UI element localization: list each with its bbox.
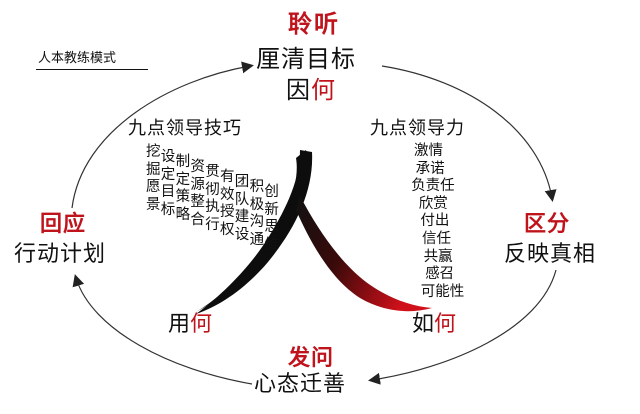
use-how-label: 用何 xyxy=(168,314,212,336)
arc-right-to-bottom xyxy=(368,269,557,385)
arc-top-to-right xyxy=(381,65,557,202)
model-title: 人本教练模式 xyxy=(38,51,117,66)
node-bottom-text: 心态迁善 xyxy=(254,372,347,397)
node-right-text: 反映真相 xyxy=(504,242,597,267)
as-how-black: 如 xyxy=(412,312,435,337)
ren-right-stroke xyxy=(296,196,432,312)
right-group-item: 承诺 xyxy=(415,160,445,177)
left-group-item: 资源整合 xyxy=(190,159,205,228)
node-right-keyword: 区分 xyxy=(524,212,571,237)
right-group-title: 九点领导力 xyxy=(370,118,465,139)
left-group-item: 团队建设 xyxy=(234,174,250,243)
left-group-title: 九点领导技巧 xyxy=(128,118,242,139)
left-group-item: 创新思维 xyxy=(264,184,279,253)
right-group-item: 感召 xyxy=(425,266,455,283)
arc-bottom-to-left xyxy=(72,274,253,385)
right-group-item: 共赢 xyxy=(423,248,453,265)
ren-left-stroke-body xyxy=(196,150,313,314)
left-group-item: 挖掘愿景 xyxy=(146,144,161,213)
left-group-item: 制定策略 xyxy=(175,154,191,223)
use-how-black: 用 xyxy=(168,312,191,337)
node-left-text: 行动计划 xyxy=(14,242,107,267)
left-group-item: 设定目标 xyxy=(160,149,176,218)
as-how-label: 如何 xyxy=(412,314,456,336)
right-group-item: 信任 xyxy=(422,231,451,247)
right-group-item: 欣赏 xyxy=(418,195,448,212)
right-group-item: 付出 xyxy=(420,213,450,230)
node-top-why-red: 何 xyxy=(311,76,336,104)
node-top-why: 因何 xyxy=(286,78,336,102)
use-how-red: 何 xyxy=(190,312,213,337)
node-bottom-keyword: 发问 xyxy=(288,346,335,371)
left-group-item: 贯彻执行 xyxy=(205,164,220,233)
right-group-item: 激情 xyxy=(414,143,443,159)
left-group-item: 积极沟通 xyxy=(249,179,265,248)
arc-left-to-top xyxy=(71,61,254,209)
node-top-keyword: 聆听 xyxy=(288,10,340,38)
node-top-text: 厘清目标 xyxy=(256,45,356,73)
right-group-item: 可能性 xyxy=(420,283,465,300)
left-group-item: 有效授权 xyxy=(220,169,235,238)
node-top-why-black: 因 xyxy=(286,76,311,104)
title-underline xyxy=(36,69,148,70)
right-group-item: 负责任 xyxy=(411,178,455,195)
as-how-red: 何 xyxy=(434,312,457,337)
node-left-keyword: 回应 xyxy=(40,212,87,237)
